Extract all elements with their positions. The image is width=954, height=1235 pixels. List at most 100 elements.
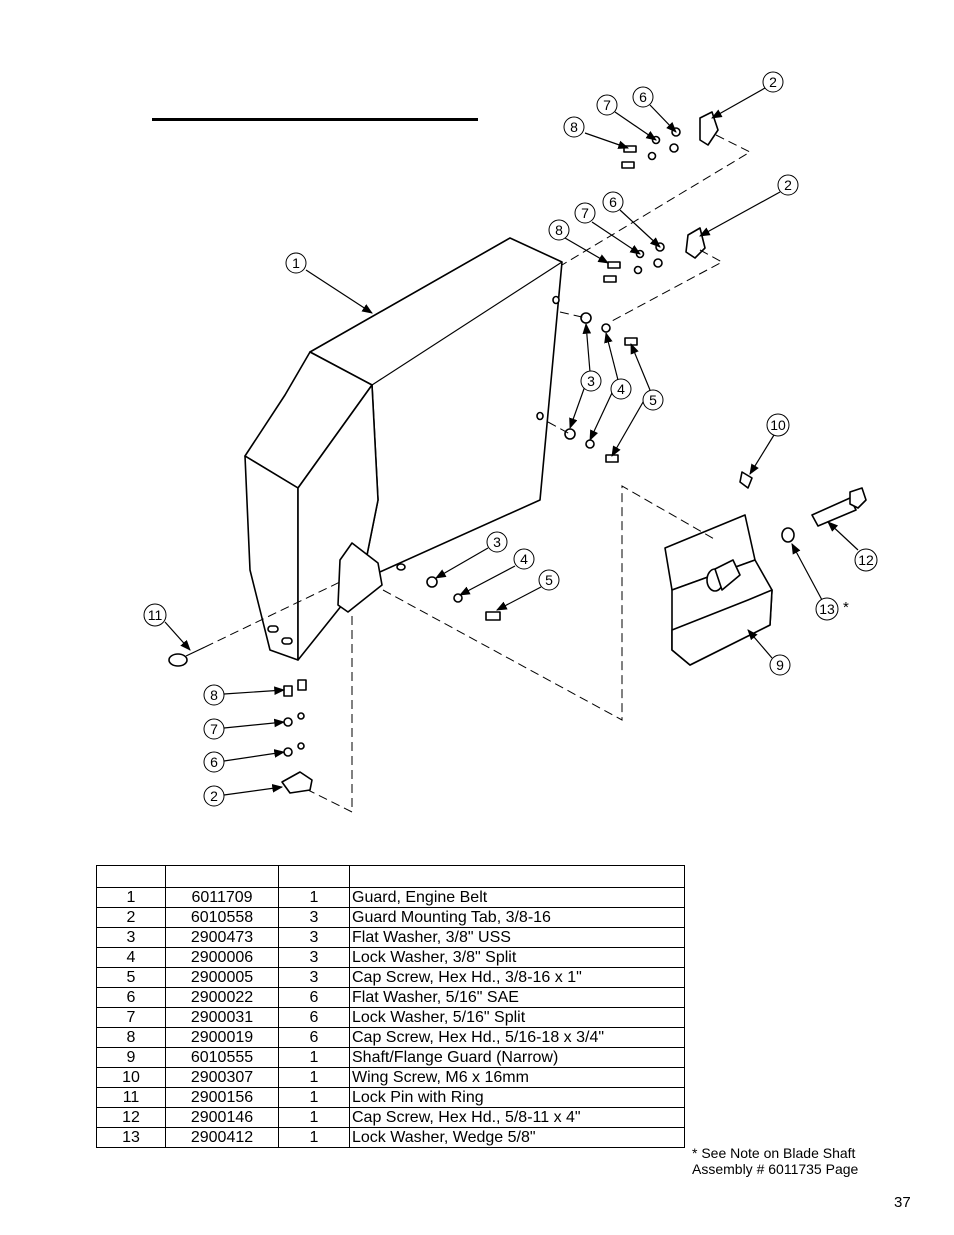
cell-desc: Lock Washer, Wedge 5/8"	[349, 1127, 685, 1148]
cell-qty: 6	[278, 1027, 350, 1048]
cell-desc: Lock Washer, 3/8" Split	[349, 947, 685, 968]
cell-desc: Wing Screw, M6 x 16mm	[349, 1067, 685, 1088]
callout-6-top: 6	[632, 86, 654, 108]
callout-6-bottom: 6	[203, 751, 225, 773]
cell-desc: Flat Washer, 5/16" SAE	[349, 987, 685, 1008]
cell-qty: 3	[278, 947, 350, 968]
cell-desc: Cap Screw, Hex Hd., 5/16-18 x 3/4"	[349, 1027, 685, 1048]
cell-desc: Lock Pin with Ring	[349, 1087, 685, 1108]
svg-text:6: 6	[609, 194, 617, 210]
cell-desc: Lock Washer, 5/16" Split	[349, 1007, 685, 1028]
callout-7-top: 7	[596, 94, 618, 116]
callout-1: 1	[285, 252, 307, 274]
svg-text:6: 6	[639, 89, 647, 105]
hardware-middle	[603, 242, 665, 283]
cell-qty: 6	[278, 987, 350, 1008]
shaft-flange-guard	[664, 514, 773, 666]
svg-text:9: 9	[776, 657, 784, 673]
callout-4-front: 4	[513, 548, 535, 570]
cell-qty: 6	[278, 1007, 350, 1028]
mounting-tab-bottom	[281, 771, 313, 794]
hardware-bottom	[283, 679, 307, 757]
callout-8-bottom: 8	[203, 684, 225, 706]
callout-3-front: 3	[486, 531, 508, 553]
cell-item: 9	[96, 1047, 166, 1068]
svg-text:1: 1	[292, 255, 300, 271]
cell-item: 13	[96, 1127, 166, 1148]
svg-text:2: 2	[210, 788, 218, 804]
cell-qty: 1	[278, 1087, 350, 1108]
callout-8-middle: 8	[548, 219, 570, 241]
svg-text:4: 4	[520, 551, 528, 567]
cell-qty: 1	[278, 1047, 350, 1068]
svg-text:12: 12	[858, 552, 874, 568]
svg-text:3: 3	[587, 373, 595, 389]
page-number: 37	[894, 1194, 911, 1211]
callout-9: 9	[769, 654, 791, 676]
callout-13-asterisk: *	[843, 599, 849, 616]
cell-desc: Shaft/Flange Guard (Narrow)	[349, 1047, 685, 1068]
cell-item: 8	[96, 1027, 166, 1048]
cell-item: 2	[96, 907, 166, 928]
exploded-assembly-diagram: 1 2 2 2 3 3 4 4 5 5 6 6 6 7 7 7 8 8 8 9 …	[143, 71, 878, 813]
svg-text:13: 13	[819, 601, 835, 617]
svg-text:11: 11	[148, 607, 163, 623]
callout-2-bottom: 2	[203, 785, 225, 807]
svg-text:6: 6	[210, 754, 218, 770]
header-qty	[278, 865, 350, 888]
cell-item: 12	[96, 1107, 166, 1128]
callout-11: 11	[143, 603, 167, 627]
callout-10: 10	[766, 413, 790, 437]
cell-qty: 1	[278, 1127, 350, 1148]
svg-text:2: 2	[784, 177, 792, 193]
title-underline	[152, 118, 478, 121]
table-header-row	[96, 865, 685, 888]
callout-2-top: 2	[762, 71, 784, 93]
cell-qty: 1	[278, 1067, 350, 1088]
cell-qty: 3	[278, 907, 350, 928]
cell-part: 2900146	[165, 1107, 279, 1128]
svg-text:10: 10	[770, 417, 786, 433]
wedge-lock-washer	[781, 527, 795, 543]
cell-part: 6011709	[165, 887, 279, 908]
cell-desc: Guard, Engine Belt	[349, 887, 685, 908]
cell-qty: 1	[278, 1107, 350, 1128]
cell-part: 2900473	[165, 927, 279, 948]
cell-part: 2900006	[165, 947, 279, 968]
callout-2-middle: 2	[777, 174, 799, 196]
cell-desc: Cap Screw, Hex Hd., 5/8-11 x 4"	[349, 1107, 685, 1128]
callout-8-top: 8	[563, 116, 585, 138]
callout-7-middle: 7	[574, 202, 596, 224]
svg-text:8: 8	[555, 222, 563, 238]
cell-item: 11	[96, 1087, 166, 1108]
header-description	[349, 865, 685, 888]
header-part	[165, 865, 279, 888]
blade-shaft-note: * See Note on Blade Shaft Assembly # 601…	[692, 1145, 858, 1177]
cell-part: 2900156	[165, 1087, 279, 1108]
cell-part: 2900307	[165, 1067, 279, 1088]
cell-qty: 3	[278, 927, 350, 948]
callout-5-front: 5	[538, 569, 560, 591]
svg-text:5: 5	[649, 392, 657, 408]
cell-item: 3	[96, 927, 166, 948]
cell-qty: 3	[278, 967, 350, 988]
svg-text:5: 5	[545, 572, 553, 588]
mounting-tab-top	[699, 111, 719, 146]
cell-item: 10	[96, 1067, 166, 1088]
svg-text:2: 2	[769, 74, 777, 90]
cell-part: 2900022	[165, 987, 279, 1008]
note-line-2: Assembly # 6011735 Page	[692, 1161, 859, 1177]
engine-belt-guard	[244, 237, 563, 661]
callout-13: 13	[815, 597, 839, 621]
cell-part: 2900412	[165, 1127, 279, 1148]
svg-text:7: 7	[581, 205, 589, 221]
